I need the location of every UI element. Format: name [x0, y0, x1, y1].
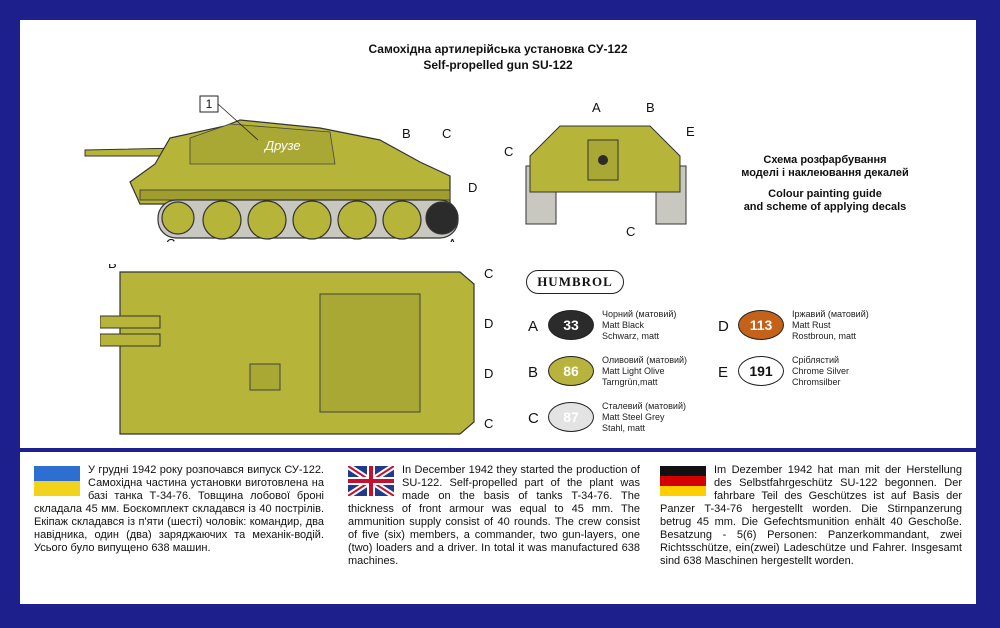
callout-D: D	[484, 316, 493, 331]
description-english: In December 1942 they started the produc…	[348, 464, 640, 568]
paint-letter: C	[528, 410, 539, 427]
paint-name-de: Schwarz, matt	[602, 331, 660, 341]
callout-C: C	[442, 126, 451, 141]
callout-C: C	[504, 144, 513, 159]
gun-barrel-top-2	[100, 333, 161, 347]
humbrol-logo: HUMBROL	[526, 270, 624, 294]
guide-title-english: Colour painting guide and scheme of appl…	[720, 188, 930, 214]
drive-wheel	[161, 201, 195, 235]
gun-barrel-top	[100, 315, 161, 329]
paint-name-en: Matt Steel Grey	[602, 412, 665, 422]
callout-B: B	[646, 100, 655, 115]
top-hull	[119, 271, 475, 435]
hull-slogan: Друзе	[263, 138, 301, 153]
road-wheels	[161, 200, 459, 240]
paint-name-de: Rostbroun, matt	[792, 331, 857, 341]
fender	[139, 189, 451, 201]
callout-E: E	[686, 124, 695, 139]
callout-A: A	[448, 236, 457, 242]
road-wheel	[382, 200, 422, 240]
gun-mantlet	[587, 139, 619, 181]
gun-muzzle	[598, 155, 608, 165]
side-view-drawing: 1 Друзе B C D A C	[84, 95, 477, 242]
description-ukrainian: У грудні 1942 року розпочався випуск СУ-…	[34, 464, 324, 555]
paint-name-ua: Оливовий (матовий)	[602, 355, 688, 365]
paint-chip: 87	[548, 402, 594, 432]
callout-C: C	[166, 236, 175, 242]
road-wheel	[337, 200, 377, 240]
germany-flag-icon	[660, 466, 706, 496]
guide-title-ukrainian: Схема розфарбування моделі і наклеювання…	[720, 154, 930, 180]
text-ukrainian: У грудні 1942 року розпочався випуск СУ-…	[34, 464, 324, 554]
guide-en-line1: Colour painting guide	[768, 188, 882, 200]
paint-name-ua: Іржавий (матовий)	[792, 309, 869, 319]
paint-chip: 86	[548, 356, 594, 386]
guide-ua-line1: Схема розфарбування	[763, 154, 887, 166]
title-english: Self-propelled gun SU-122	[423, 58, 573, 72]
callout-C: C	[484, 416, 493, 431]
ukraine-flag-icon	[34, 466, 80, 496]
callout-D: D	[468, 180, 477, 195]
paint-name-ua: Чорний (матовий)	[602, 309, 677, 319]
guide-ua-line2: моделі і наклеювання декалей	[741, 167, 909, 179]
callout-B: B	[402, 126, 411, 141]
paint-name-de: Stahl, matt	[602, 423, 646, 433]
decal-number: 1	[206, 97, 213, 111]
paint-letter: A	[528, 318, 539, 335]
paint-chip: 191	[738, 356, 784, 386]
callout-C: C	[626, 224, 635, 236]
guide-en-line2: and scheme of applying decals	[743, 201, 907, 213]
paint-chip: 113	[738, 310, 784, 340]
road-wheel	[292, 200, 332, 240]
paint-name-ua: Сріблястий	[792, 355, 840, 365]
idler-wheel	[425, 201, 459, 235]
top-view-drawing: B C D D C	[100, 264, 493, 435]
paint-name-en: Matt Light Olive	[602, 366, 665, 376]
road-wheel	[202, 200, 242, 240]
description-german: Im Dezember 1942 hat man mit der Herstel…	[660, 464, 962, 568]
paint-letter: B	[528, 364, 539, 381]
roof-hatch	[249, 363, 281, 391]
paint-name-en: Matt Black	[602, 320, 645, 330]
callout-D: D	[484, 366, 493, 381]
callout-A: A	[592, 100, 601, 115]
paint-name-de: Chromsilber	[792, 377, 841, 387]
paint-letter: D	[718, 318, 729, 335]
painting-guide-sheet: Самохідна артилерійська установка СУ-122…	[20, 20, 976, 448]
title-ukrainian: Самохідна артилерійська установка СУ-122	[368, 42, 628, 56]
description-band: У грудні 1942 року розпочався випуск СУ-…	[20, 452, 976, 604]
paint-name-en: Chrome Silver	[792, 366, 850, 376]
paint-chip: 33	[548, 310, 594, 340]
uk-flag-icon	[348, 466, 394, 496]
paint-name-de: Tarngrün,matt	[602, 377, 658, 387]
callout-B: B	[108, 264, 117, 271]
engine-deck	[319, 293, 421, 413]
road-wheel	[247, 200, 287, 240]
callout-C: C	[484, 266, 493, 281]
text-german: Im Dezember 1942 hat man mit der Herstel…	[660, 464, 962, 567]
paint-letter: E	[718, 364, 729, 381]
text-english: In December 1942 they started the produc…	[348, 464, 640, 567]
paint-name-ua: Сталевий (матовий)	[602, 401, 686, 411]
fighting-compartment	[189, 123, 336, 165]
front-view-drawing: A B E C C	[504, 100, 695, 236]
paint-name-en: Matt Rust	[792, 320, 831, 330]
decal-leader-line	[217, 103, 259, 141]
